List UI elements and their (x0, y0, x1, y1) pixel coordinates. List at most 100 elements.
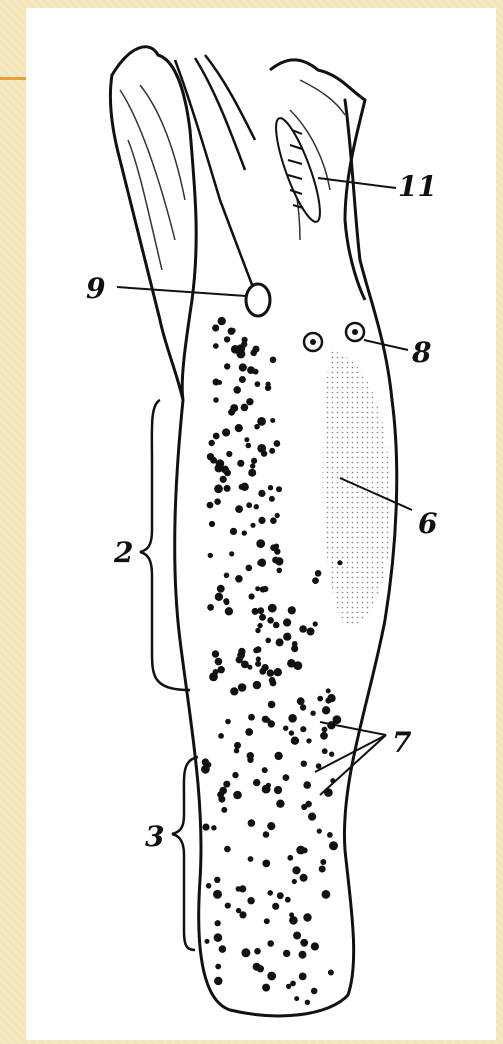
papilla-dot (310, 711, 315, 716)
papilla-dot (329, 752, 334, 757)
papilla-dot (268, 485, 273, 490)
papilla-dot (274, 668, 282, 676)
papilla-dot (311, 988, 318, 995)
papilla-dot (265, 638, 271, 644)
papilla-dot (224, 485, 231, 492)
label-9: 9 (86, 272, 105, 305)
papilla-dot (238, 683, 247, 692)
papilla-dot (246, 565, 253, 572)
papilla-dot (255, 586, 260, 591)
papilla-dot (224, 363, 230, 369)
papilla-dot (267, 669, 274, 676)
papilla-dot (223, 598, 229, 604)
papilla-dot (274, 544, 280, 550)
papilla-dot (267, 617, 274, 624)
papilla-dot (291, 737, 299, 745)
papilla-dot (250, 523, 255, 528)
papilla-dot (255, 628, 260, 633)
papilla-dot (214, 933, 223, 942)
papilla-dot (235, 424, 243, 432)
papilla-dot (269, 496, 275, 502)
papilla-dot (231, 328, 236, 333)
papilla-dot (257, 607, 264, 614)
papilla-dot (250, 350, 257, 357)
papilla-dot (303, 913, 311, 921)
papilla-dot (294, 996, 299, 1001)
papilla-dot (267, 940, 274, 947)
papilla-dot (299, 951, 307, 959)
papilla-dot (258, 490, 265, 497)
label-8: 8 (411, 336, 431, 369)
papilla-dot (214, 498, 221, 505)
papilla-dot (224, 336, 230, 342)
papilla-dot (327, 832, 333, 838)
papilla-dot (264, 918, 270, 924)
papilla-dot (207, 604, 214, 611)
papilla-dot (276, 638, 284, 646)
papilla-dot (257, 417, 266, 426)
papilla-dot (258, 559, 266, 567)
papilla-dot (248, 819, 256, 827)
papilla-dot (205, 762, 211, 768)
papilla-dot (283, 726, 288, 731)
papilla-dot (225, 607, 233, 615)
papilla-dot (245, 728, 253, 736)
brace-2 (140, 400, 190, 690)
papilla-dot (293, 932, 301, 940)
papilla-dot (241, 948, 250, 957)
papilla-dot (329, 841, 338, 850)
papilla-dot (268, 701, 276, 709)
papilla-dot (319, 866, 326, 873)
papilla-dot (326, 688, 331, 693)
papilla-dot (270, 680, 277, 687)
brace-3 (172, 757, 198, 950)
papilla-dot (254, 504, 259, 509)
papilla-dot (325, 698, 331, 704)
papilla-dot (237, 460, 244, 467)
papilla-dot (262, 984, 270, 992)
papilla-dot (207, 502, 214, 509)
papilla-dot (288, 606, 296, 614)
papilla-dot (285, 897, 291, 903)
papilla-dot (253, 779, 260, 786)
papilla-dot (289, 730, 294, 735)
papilla-dot (328, 970, 334, 976)
papilla-dot (255, 381, 261, 387)
papilla-dot (268, 604, 277, 613)
papilla-dot (225, 903, 231, 909)
papilla-dot (239, 363, 247, 371)
papilla-dot (265, 385, 271, 391)
papilla-dot (267, 890, 273, 896)
papilla-dot (322, 706, 330, 714)
papilla-dot (213, 343, 219, 349)
papilla-dot (300, 874, 308, 882)
papilla-dot (236, 344, 245, 353)
papilla-dot (257, 623, 262, 628)
papilla-dot (270, 517, 277, 524)
papilla-dot (215, 964, 221, 970)
papilla-dot (235, 505, 243, 513)
label-11: 11 (398, 170, 437, 203)
papilla-dot (249, 593, 255, 599)
papilla-dot (296, 846, 305, 855)
papilla-dot (307, 628, 315, 636)
vallate-papilla-left-center (310, 339, 316, 345)
pointer-8 (364, 340, 408, 350)
papilla-dot (262, 860, 270, 868)
papilla-dot (301, 761, 307, 767)
label-2: 2 (113, 536, 133, 569)
papilla-dot (213, 397, 219, 403)
papilla-dot (320, 732, 328, 740)
papilla-dot (233, 386, 241, 394)
papilla-dot (224, 573, 230, 579)
papilla-dot (299, 625, 307, 633)
papilla-dot (305, 1000, 310, 1005)
papilla-dot (223, 781, 230, 788)
papilla-dot (274, 548, 280, 554)
papilla-dot (266, 783, 271, 788)
papilla-dot (218, 317, 226, 325)
papilla-dot (234, 742, 241, 749)
papilla-dot (247, 366, 255, 374)
papilla-dot (213, 433, 220, 440)
papilla-dot (256, 539, 265, 548)
